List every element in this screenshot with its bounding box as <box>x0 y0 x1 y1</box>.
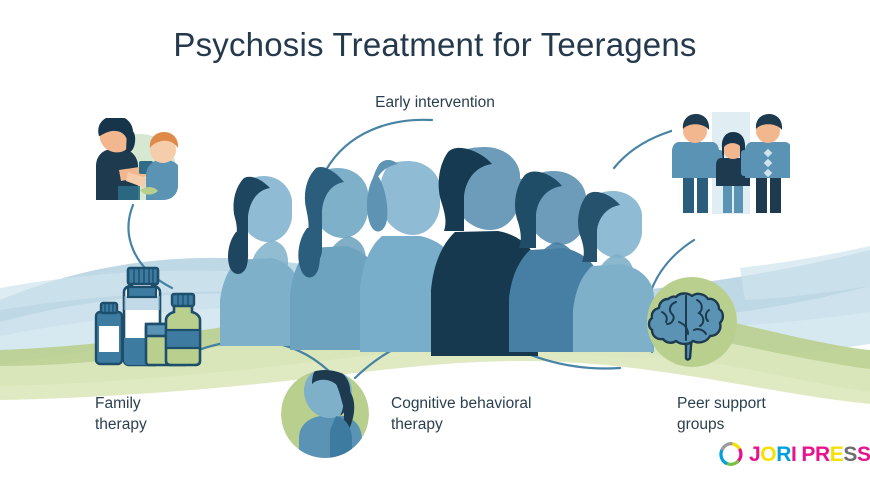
cbt-profile-badge <box>281 370 369 458</box>
logo-letter-7: E <box>829 442 844 466</box>
label-family-therapy-line-1: Family <box>95 395 141 412</box>
label-family-therapy: Family therapy <box>95 393 147 435</box>
family-therapy-image <box>82 118 178 200</box>
label-cbt-line-1: Cognitive behavioral <box>391 395 532 412</box>
logo-letter-6: R <box>815 442 830 466</box>
label-cbt-line-2: therapy <box>391 416 443 433</box>
label-peer-support-groups: Peer support groups <box>677 393 766 435</box>
brain-badge <box>647 277 737 367</box>
crowd-figure-1 <box>220 176 300 346</box>
page-title: Psychosis Treatment for Teeragens <box>173 26 697 63</box>
crowd-figure-2 <box>290 166 378 350</box>
peer-support-image <box>672 112 790 214</box>
logo-letter-1: O <box>760 442 777 466</box>
jori-press-ring-icon <box>719 441 743 466</box>
label-family-therapy-line-2: therapy <box>95 416 147 433</box>
logo-letter-3: I <box>790 442 797 466</box>
logo-letter-9: S <box>857 442 870 466</box>
medicine-bottles-illustration <box>94 266 202 367</box>
logo-letter-2: R <box>776 442 791 466</box>
label-peer-support-line-2: groups <box>677 416 725 433</box>
label-early-intervention: Early intervention <box>375 94 495 111</box>
logo-letter-0: J <box>749 442 761 466</box>
crowd-figure-6 <box>573 191 654 352</box>
teen-crowd-illustration <box>220 147 654 356</box>
label-cognitive-behavioral-therapy: Cognitive behavioral therapy <box>391 393 531 435</box>
logo-letter-8: S <box>843 442 858 466</box>
logo-letter-5: P <box>801 442 816 466</box>
label-peer-support-line-1: Peer support <box>677 395 766 412</box>
